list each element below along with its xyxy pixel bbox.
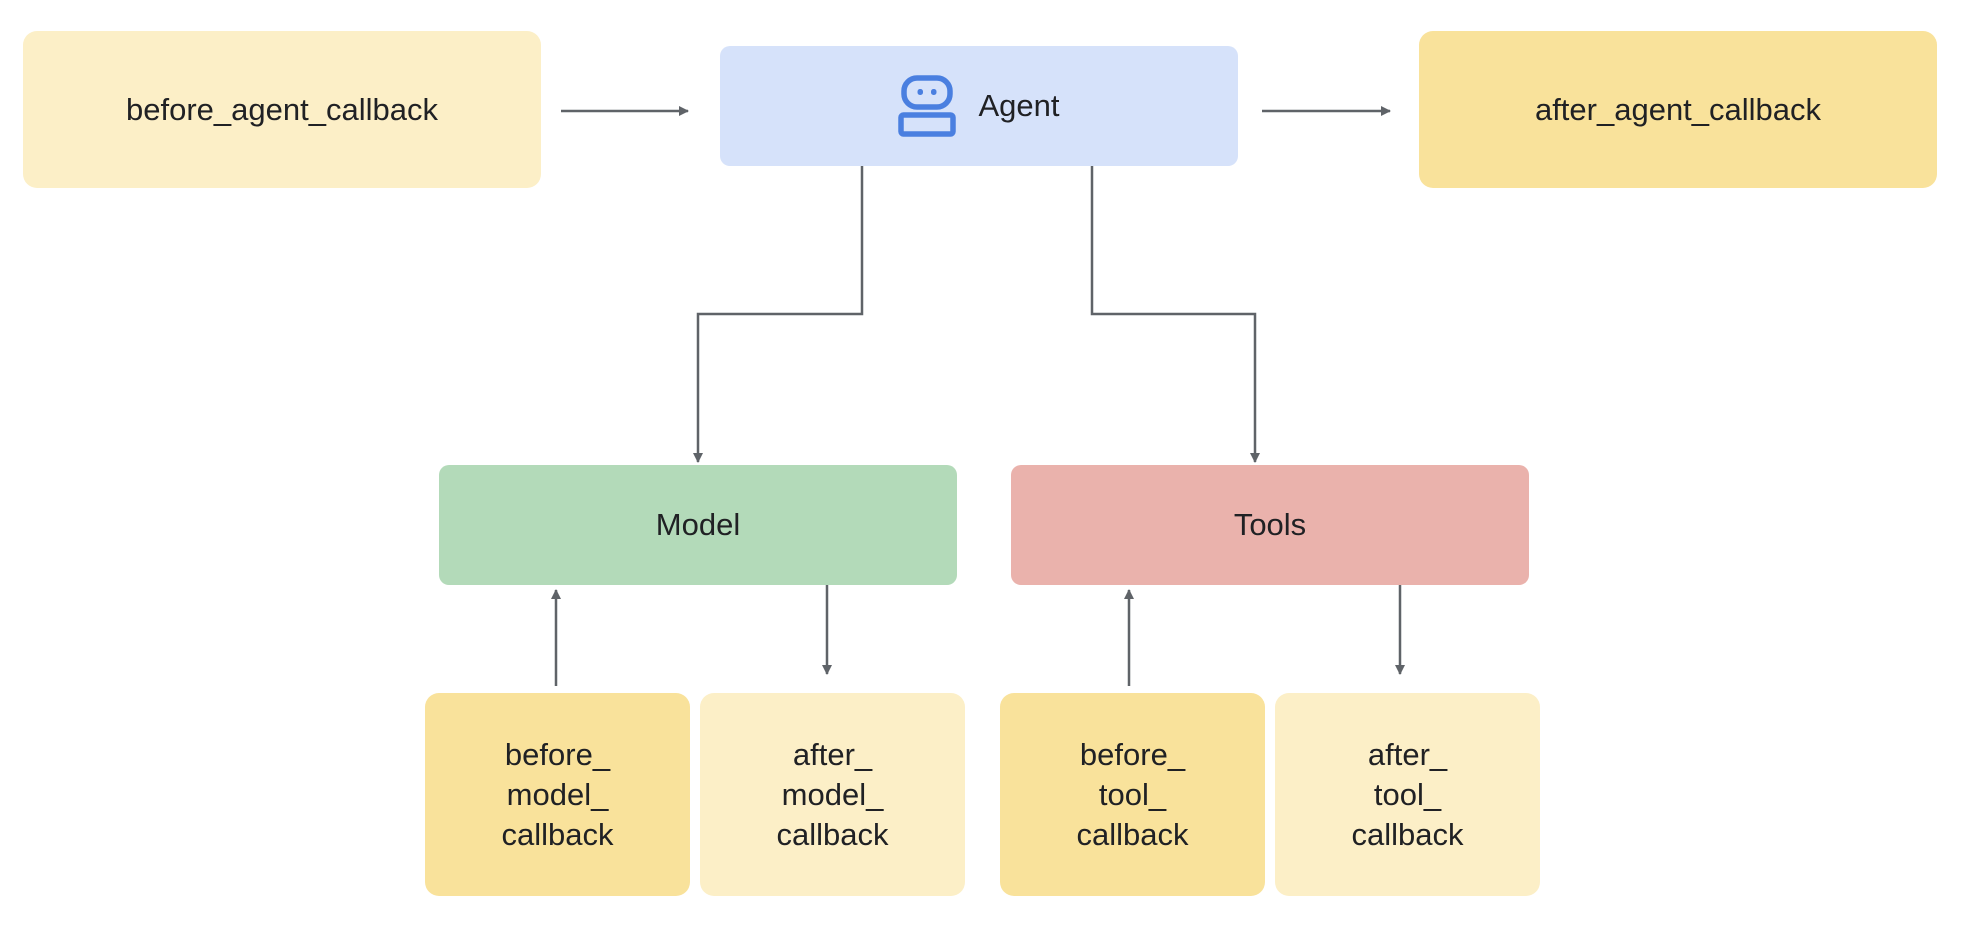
- arrow-agent-to-model: [693, 166, 864, 463]
- node-label: before_ tool_ callback: [1076, 736, 1189, 852]
- node-tools: Tools: [1011, 465, 1529, 585]
- node-after-tool-callback: after_ tool_ callback: [1275, 693, 1540, 896]
- node-after-model-callback: after_ model_ callback: [700, 693, 965, 896]
- robot-icon: [898, 75, 957, 137]
- node-label: Model: [655, 507, 741, 542]
- node-before-agent-callback: before_agent_callback: [23, 31, 541, 188]
- node-before-model-callback: before_ model_ callback: [425, 693, 690, 896]
- node-label: after_ tool_ callback: [1351, 736, 1464, 852]
- node-label: before_agent_callback: [126, 91, 438, 127]
- node-label: Agent: [978, 88, 1060, 123]
- node-after-agent-callback: after_agent_callback: [1419, 31, 1937, 188]
- node-label: Tools: [1233, 507, 1307, 542]
- node-label: before_ model_ callback: [501, 736, 614, 852]
- arrow-agent-to-tools: [1090, 166, 1260, 463]
- node-agent: Agent: [720, 46, 1238, 166]
- node-before-tool-callback: before_ tool_ callback: [1000, 693, 1265, 896]
- agent-content: Agent: [898, 75, 1060, 137]
- node-label: after_agent_callback: [1534, 91, 1822, 127]
- node-label: after_ model_ callback: [776, 736, 889, 852]
- node-model: Model: [439, 465, 957, 585]
